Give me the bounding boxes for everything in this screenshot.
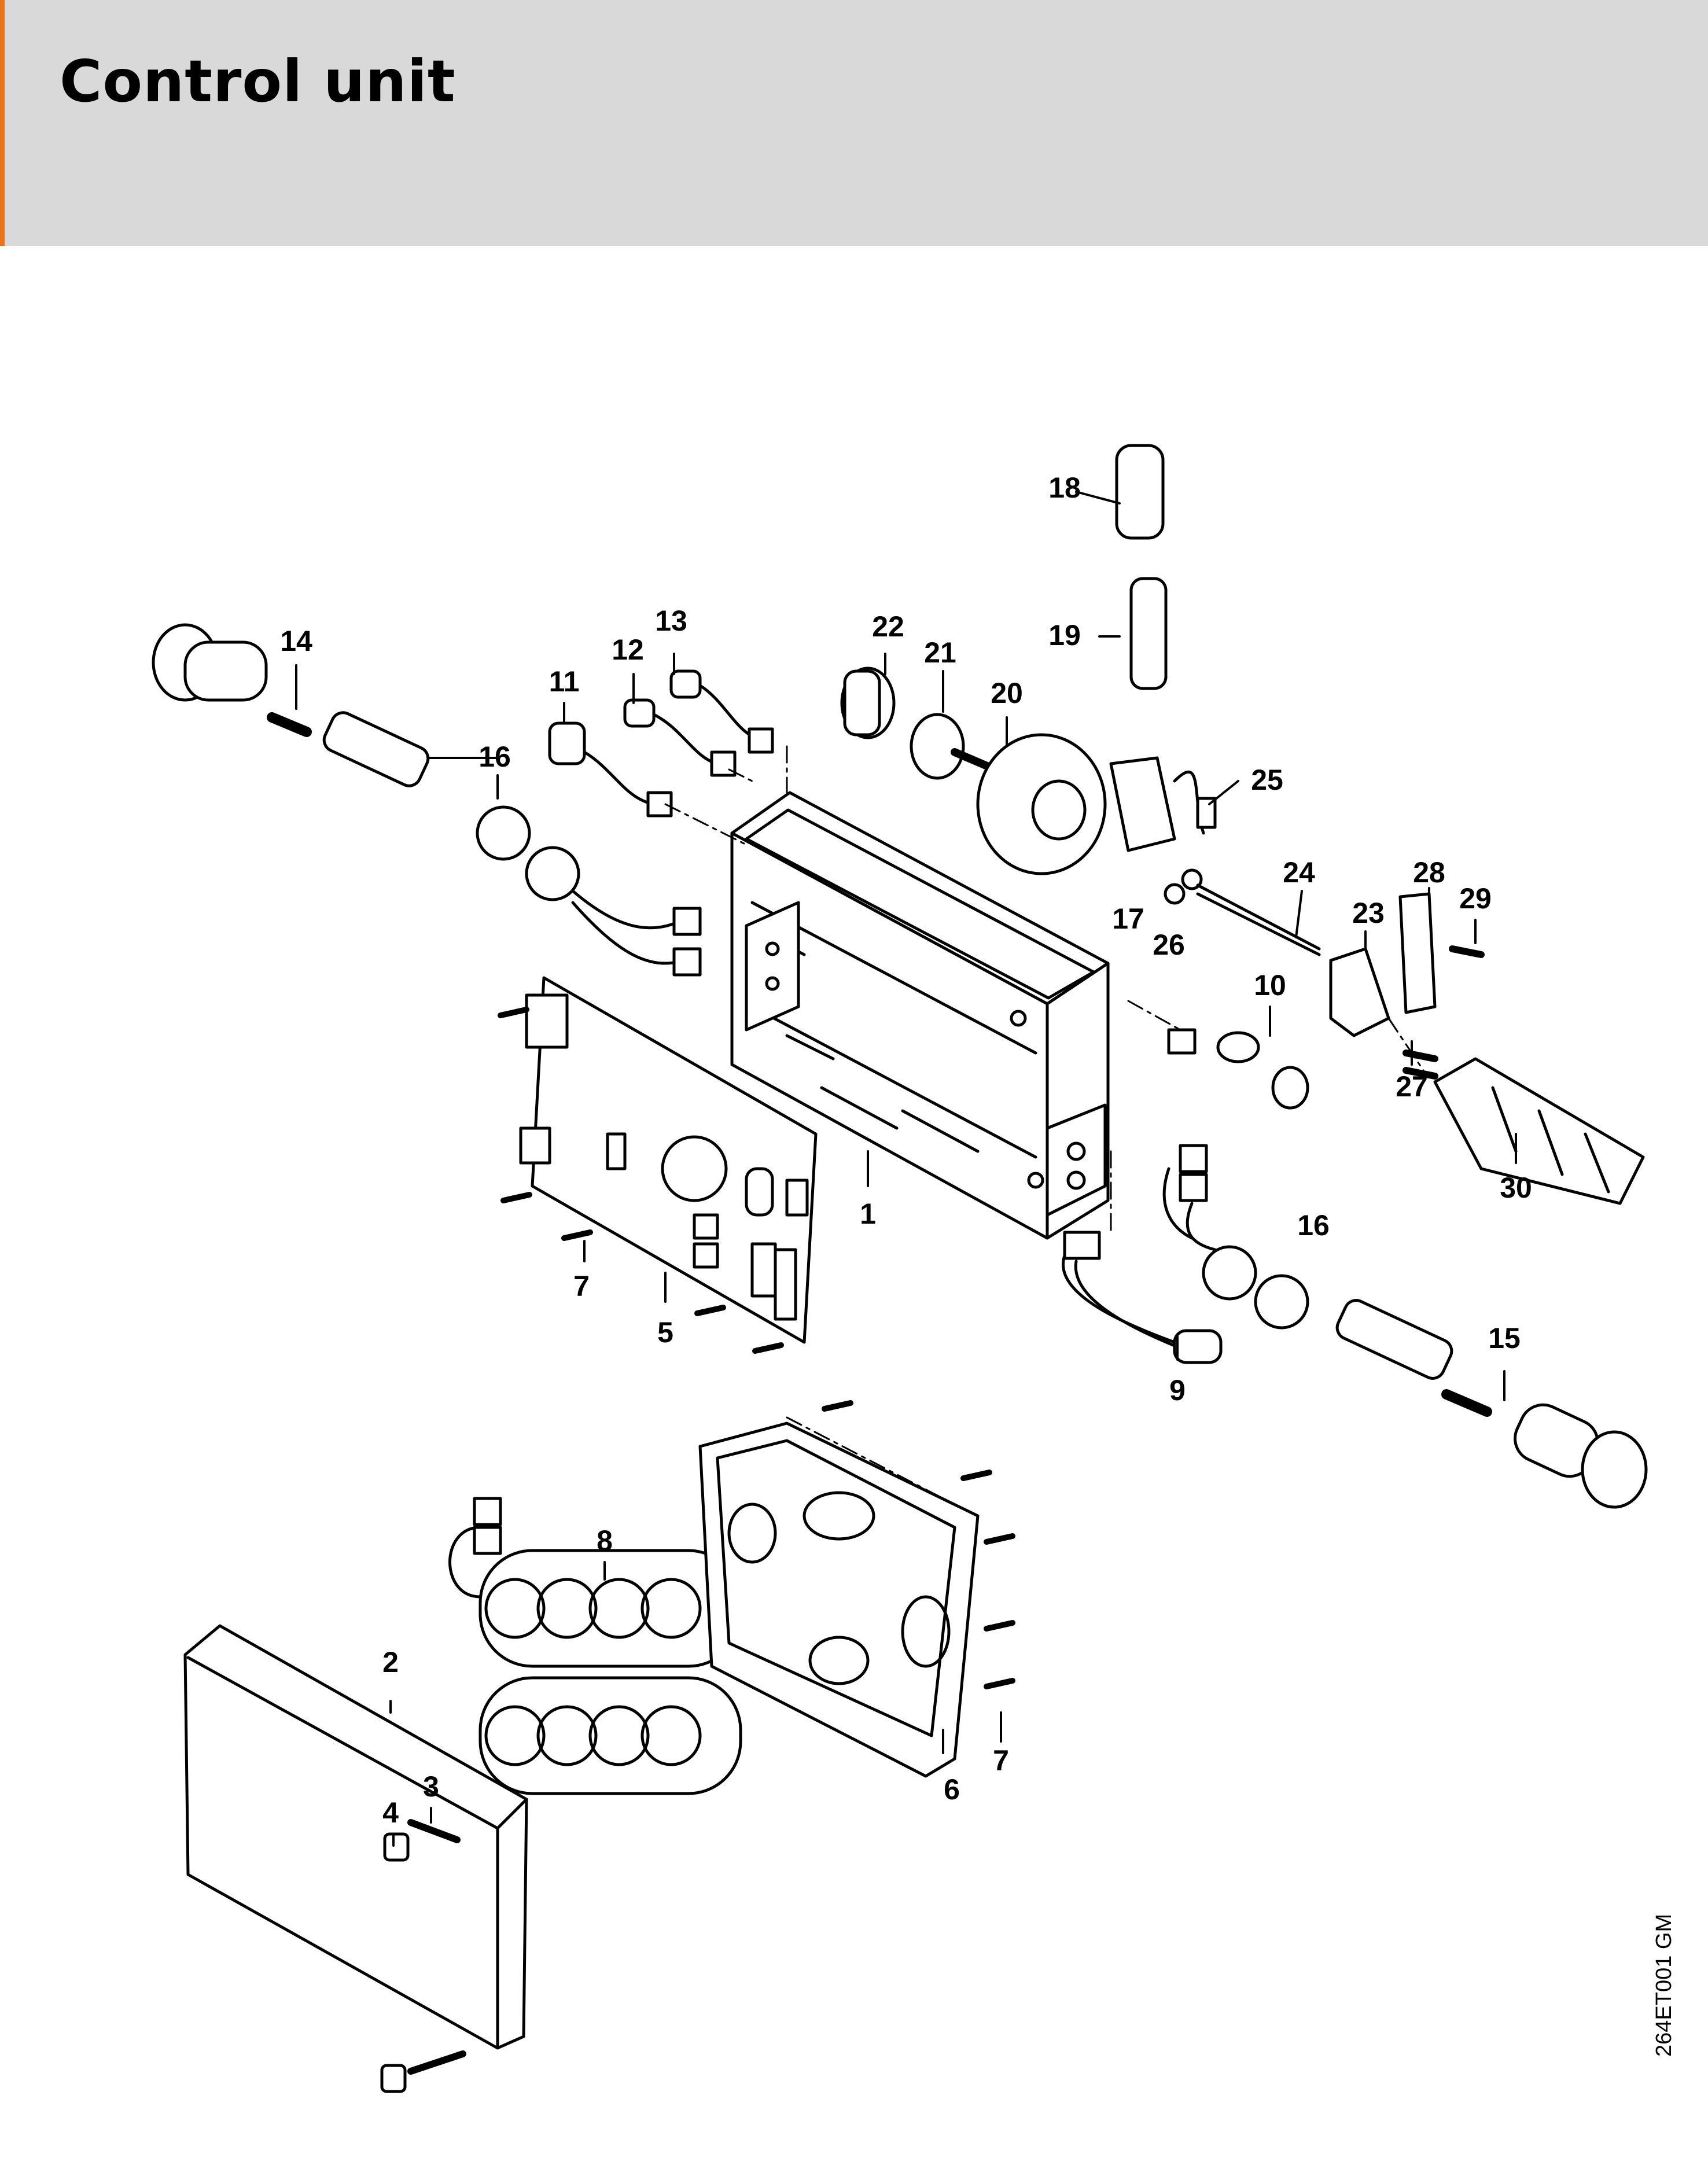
callout-14: 14	[280, 625, 312, 657]
callout-11: 11	[549, 665, 580, 698]
part-3-4-screws	[380, 1819, 466, 2093]
callout-27: 27	[1396, 1070, 1428, 1103]
part-14-16-left-connector	[152, 623, 702, 977]
alignment-lines	[664, 745, 1424, 1500]
callout-25: 25	[1251, 764, 1283, 796]
callout-21: 21	[924, 636, 956, 669]
part-1-housing	[730, 791, 1110, 1240]
callout-24: 24	[1283, 856, 1315, 889]
callout-18: 18	[1048, 472, 1081, 504]
callout-10: 10	[1254, 969, 1286, 1001]
callout-29: 29	[1459, 882, 1492, 915]
callout-6: 6	[944, 1773, 960, 1806]
callout-4: 4	[382, 1796, 399, 1829]
callout-20: 20	[991, 677, 1023, 709]
part-5-circuit-board	[519, 976, 818, 1344]
accent-bar	[0, 0, 5, 246]
part-11-13-wire-connectors	[548, 669, 774, 818]
callout-22: 22	[872, 610, 904, 643]
callout-23: 23	[1352, 897, 1385, 929]
part-2-cover	[183, 1624, 528, 2050]
callout-30: 30	[1500, 1172, 1532, 1204]
part-6-lower-housing	[698, 1422, 980, 1778]
callout-26: 26	[1153, 929, 1185, 961]
part-7-screws	[498, 1007, 1015, 1689]
callout-28: 28	[1413, 856, 1445, 889]
callout-19: 19	[1048, 619, 1081, 651]
callout-8: 8	[597, 1524, 613, 1557]
leader-lines	[295, 491, 1517, 1847]
callout-15: 15	[1488, 1322, 1521, 1354]
header-band	[0, 0, 1708, 246]
callout-16b: 16	[1297, 1209, 1330, 1242]
part-17-26-valve-assembly	[1109, 444, 1321, 956]
callout-12: 12	[612, 634, 644, 666]
callout-1: 1	[860, 1198, 876, 1230]
part-15-16-right-connector	[1162, 1144, 1648, 1509]
callout-7b: 7	[993, 1744, 1009, 1777]
page-title: Control unit	[60, 47, 456, 115]
callout-2: 2	[382, 1646, 399, 1678]
callout-16: 16	[478, 741, 511, 773]
callout-3: 3	[423, 1770, 439, 1803]
part-10-gland	[1167, 1028, 1309, 1110]
part-20-22-knob-assembly	[840, 666, 1107, 875]
part-23-30-handle-assembly	[1329, 892, 1645, 1205]
part-9-cable	[1062, 1231, 1223, 1364]
callout-7: 7	[573, 1270, 590, 1302]
callout-17: 17	[1112, 903, 1144, 935]
part-8-battery-pack	[448, 1497, 742, 1795]
callout-5: 5	[657, 1316, 673, 1349]
figure-code: 264ET001 GM	[1652, 1913, 1676, 2057]
callout-9: 9	[1169, 1374, 1186, 1406]
callout-13: 13	[655, 605, 687, 637]
